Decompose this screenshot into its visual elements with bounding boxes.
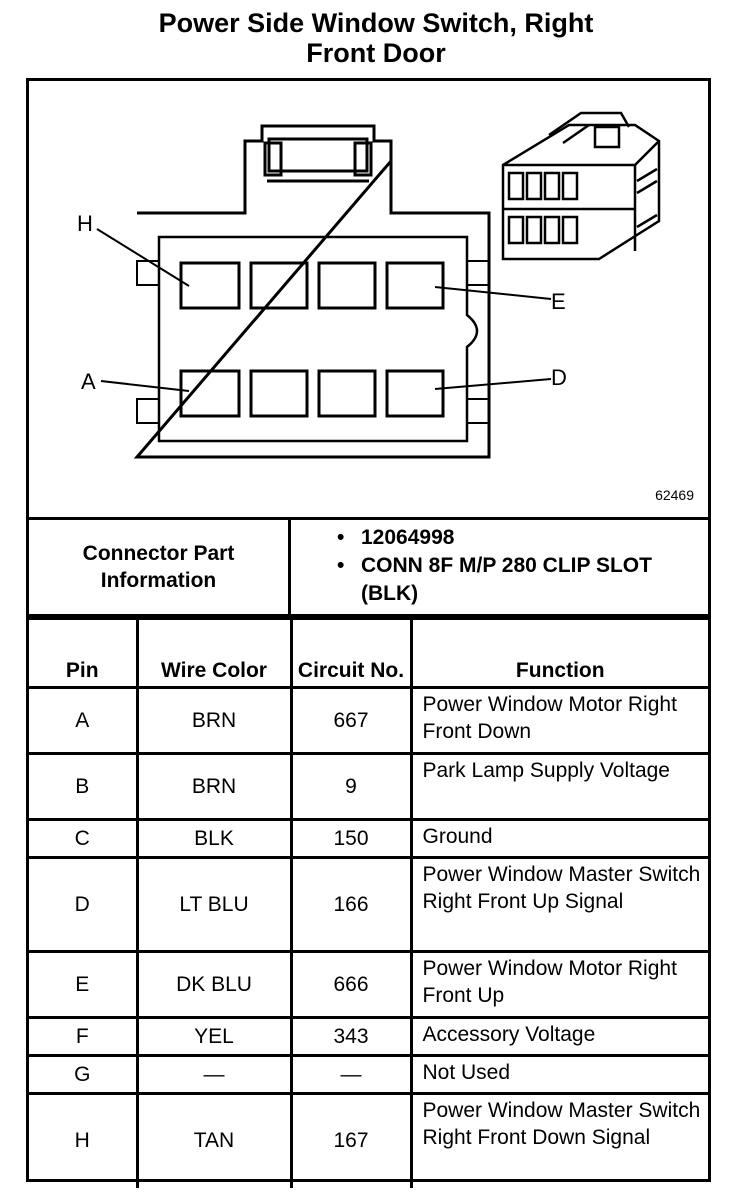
circuit-cell: 167	[289, 1092, 413, 1188]
circuit-cell: 166	[289, 856, 413, 953]
table-row: D LT BLU 166 Power Window Master Switch …	[29, 856, 708, 953]
circuit-cell: 343	[289, 1016, 413, 1057]
wire-color-cell: BLK	[135, 818, 293, 859]
connector-part-information: Connector Part Information 12064998 CONN…	[29, 517, 708, 617]
function-cell: Power Window Master Switch Right Front D…	[409, 1092, 708, 1188]
connector-iso-view	[501, 111, 661, 261]
pinout-table: Pin Wire Color Circuit No. Function A BR…	[29, 617, 708, 1188]
label-pin-h: H	[77, 211, 93, 236]
part-number: 12064998	[291, 524, 701, 552]
table-row: H TAN 167 Power Window Master Switch Rig…	[29, 1092, 708, 1188]
page-title: Power Side Window Switch, Right Front Do…	[0, 8, 752, 68]
pin-cell: F	[29, 1016, 139, 1057]
label-pin-e: E	[551, 289, 566, 314]
wire-color-cell: BRN	[135, 686, 293, 755]
connector-info-list: 12064998 CONN 8F M/P 280 CLIP SLOT (BLK)	[291, 524, 701, 608]
circuit-cell: 667	[289, 686, 413, 755]
pin-cell: A	[29, 686, 139, 755]
pin-cell: B	[29, 752, 139, 821]
function-cell: Not Used	[409, 1054, 708, 1095]
circuit-cell: 9	[289, 752, 413, 821]
title-line-1: Power Side Window Switch, Right	[158, 8, 594, 38]
pin-cell: D	[29, 856, 139, 953]
title-line-2: Front Door	[306, 38, 446, 68]
pin-cell: C	[29, 818, 139, 859]
circuit-cell: 666	[289, 950, 413, 1019]
function-cell: Ground	[409, 818, 708, 859]
wire-color-cell: YEL	[135, 1016, 293, 1057]
header-function: Function	[409, 617, 708, 689]
table-header-row: Pin Wire Color Circuit No. Function	[29, 617, 708, 689]
function-cell: Power Window Motor Right Front Up	[409, 950, 708, 1019]
connector-description: CONN 8F M/P 280 CLIP SLOT (BLK)	[291, 552, 701, 608]
table-row: A BRN 667 Power Window Motor Right Front…	[29, 686, 708, 755]
table-row: G — — Not Used	[29, 1054, 708, 1095]
function-cell: Power Window Motor Right Front Down	[409, 686, 708, 755]
table-row: C BLK 150 Ground	[29, 818, 708, 859]
table-row: E DK BLU 666 Power Window Motor Right Fr…	[29, 950, 708, 1019]
header-wire-color: Wire Color	[135, 617, 293, 689]
pin-cell: E	[29, 950, 139, 1019]
pin-cell: G	[29, 1054, 139, 1095]
connector-info-label: Connector Part Information	[29, 520, 291, 614]
connector-diagram: H E A D 62469	[29, 81, 708, 517]
table-row: B BRN 9 Park Lamp Supply Voltage	[29, 752, 708, 821]
label-pin-a: A	[81, 369, 96, 394]
function-cell: Park Lamp Supply Voltage	[409, 752, 708, 821]
circuit-cell: 150	[289, 818, 413, 859]
wire-color-cell: BRN	[135, 752, 293, 821]
function-cell: Accessory Voltage	[409, 1016, 708, 1057]
connector-sheet: H E A D 62469 Connector Part Information…	[26, 78, 711, 1188]
wire-color-cell: LT BLU	[135, 856, 293, 953]
function-cell: Power Window Master Switch Right Front U…	[409, 856, 708, 953]
figure-number: 62469	[655, 487, 694, 503]
circuit-cell: —	[289, 1054, 413, 1095]
wire-color-cell: TAN	[135, 1092, 293, 1188]
table-row: F YEL 343 Accessory Voltage	[29, 1016, 708, 1057]
connector-face-drawing: H E A D	[77, 111, 661, 459]
wire-color-cell: —	[135, 1054, 293, 1095]
wire-color-cell: DK BLU	[135, 950, 293, 1019]
pin-cell: H	[29, 1092, 139, 1188]
header-circuit-no: Circuit No.	[289, 617, 413, 689]
header-pin: Pin	[29, 617, 139, 689]
label-pin-d: D	[551, 365, 567, 390]
